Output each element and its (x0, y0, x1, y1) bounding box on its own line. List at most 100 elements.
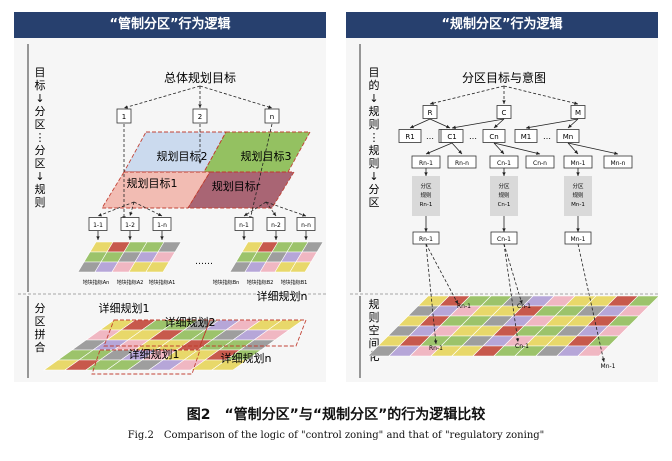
root-to-goal-arrow-head (502, 100, 506, 104)
side-label-bottom-char: 分 (35, 302, 46, 315)
grid-tag: Rn-1 (457, 303, 471, 310)
grid-label-a: 地块指标A2 (117, 279, 144, 286)
detail-plan-label: 详细规划1 (129, 347, 180, 361)
goal-node (116, 108, 132, 124)
grid-label-b: 地块指标B1 (281, 279, 308, 286)
plan-to-rule-arrow-head (98, 213, 102, 217)
goal-to-sub-arrow (429, 118, 451, 129)
sub-node-label: R1 (405, 133, 414, 141)
mid-node-label: Rn-n (455, 160, 469, 167)
plan-label: 规划目标2 (157, 149, 208, 163)
goal-node (570, 105, 586, 119)
goal-node-label: R (428, 109, 433, 117)
regulatory-zoning-diagram: 目的↓规则⋮规则↓分区规则空间化分区目标与意图RCMR1Rn…C1Cn…M1Mn… (350, 44, 658, 378)
plan-label: 规划目标r (212, 179, 261, 193)
rule-box (490, 176, 518, 216)
mid-to-rule-arrow-head (502, 172, 506, 176)
mid-node-label: Rn-1 (419, 160, 433, 167)
goal-to-sub-arrow-head (446, 124, 450, 129)
grid-cell-b (289, 261, 312, 273)
sub-node-label: Mn (563, 133, 573, 141)
side-label-bottom-char: 空 (369, 323, 380, 337)
sub-to-mid-arrow (425, 142, 453, 155)
plan-to-rule-arrow-head (129, 212, 133, 216)
lower-to-grid-arrow (503, 243, 523, 305)
sub-to-mid-arrow-head (614, 151, 618, 155)
side-label-top-char: ⋮ (35, 131, 46, 144)
rule-to-lower-arrow-head (502, 228, 506, 232)
root-to-goal-arrow (429, 85, 505, 105)
root-goal: 总体规划目标 (164, 70, 236, 85)
mid-node-label: Mn-n (611, 160, 626, 167)
lower-node-label: Mn-1 (571, 236, 586, 243)
side-label-top-char: ↓ (35, 92, 44, 105)
detail-plan-label: 详细规划n (221, 351, 272, 365)
side-label-top-char: 分 (369, 183, 380, 196)
detail-plan-label: 详细规划n (257, 289, 308, 303)
plan-to-rule-arrow-head (272, 212, 276, 216)
rule-box-text: Rn-1 (420, 202, 433, 208)
plan-to-rule-arrow (243, 201, 267, 217)
grid-label-a: 地块指标A1 (149, 279, 176, 286)
root-to-goal-arrow-head (198, 104, 202, 108)
rule-to-lower-arrow-head (424, 228, 428, 232)
mid-node-label: Mn-1 (571, 160, 586, 167)
root-to-goal-arrow (503, 85, 579, 105)
side-label-bottom-char: 拼 (35, 327, 46, 341)
rule-box-text: 分区 (498, 182, 510, 190)
plan-area-r (187, 171, 295, 209)
root-to-goal-arrow-head (268, 105, 272, 109)
mid-node (603, 155, 633, 169)
goal-node-label: 1 (122, 113, 126, 121)
side-label-top-char: 目 (369, 66, 380, 79)
side-label-bottom-char: 规 (369, 297, 380, 311)
sub-to-mid-arrow-head (426, 150, 430, 155)
rule-node-a (120, 217, 140, 231)
goal-to-sub-arrow-head (568, 124, 572, 128)
sub-node-dots: … (426, 132, 434, 141)
rule-node-a (152, 217, 172, 231)
rule-box-text: 规则 (572, 191, 583, 199)
lower-to-grid-arrow (425, 243, 459, 305)
side-label-bottom-char: 区 (35, 315, 46, 328)
rule-box-text: 分区 (420, 182, 432, 190)
side-label-bottom-char: 合 (35, 340, 46, 354)
mid-to-rule-arrow-head (576, 172, 580, 176)
rule-down-arrow-head (304, 236, 308, 240)
mid-node-label: Cn-n (533, 160, 547, 167)
rule-box (564, 176, 592, 216)
sub-node (398, 129, 422, 143)
goal-node-label: 2 (198, 113, 202, 121)
goal-to-sub-arrow (525, 118, 579, 129)
mid-to-rule-arrow-head (424, 172, 428, 176)
side-label-top-char: 规 (369, 104, 380, 118)
rule-box (412, 176, 440, 216)
grid-cell-a (145, 261, 170, 273)
side-label-top-char: 标 (35, 78, 46, 92)
sub-to-mid-arrow-head (536, 151, 540, 155)
grid-gap-dots: …… (195, 257, 213, 267)
side-label-bottom-char: 间 (369, 337, 380, 350)
rule-box-text: Cn-1 (498, 202, 511, 208)
side-label-top-char: 规 (369, 143, 380, 157)
sub-node-label: M1 (521, 133, 532, 141)
rule-node-b (266, 217, 286, 231)
side-label-top-char: 区 (35, 157, 46, 170)
goal-node-label: n (270, 113, 274, 121)
plan-label: 规划目标3 (241, 149, 292, 163)
rule-node-a-label: 1-2 (125, 222, 135, 229)
plan-to-rule-arrow (265, 201, 277, 217)
goal-node-label: C (502, 109, 507, 117)
lower-to-grid-arrow (577, 243, 605, 363)
side-label-bottom-char: 则 (369, 311, 380, 324)
grid-tag: Cn-1 (517, 303, 531, 310)
grid-label-b: 地块指标B2 (247, 279, 274, 286)
sub-node-label: Cn (489, 133, 498, 141)
lower-node-label: Rn-1 (419, 236, 433, 243)
rule-node-b (296, 217, 316, 231)
rule-down-arrow-head (160, 236, 164, 240)
root-to-goal-arrow (123, 85, 201, 109)
goal-to-sub-arrow-head (410, 124, 414, 129)
side-label-top-char: 则 (369, 118, 380, 131)
